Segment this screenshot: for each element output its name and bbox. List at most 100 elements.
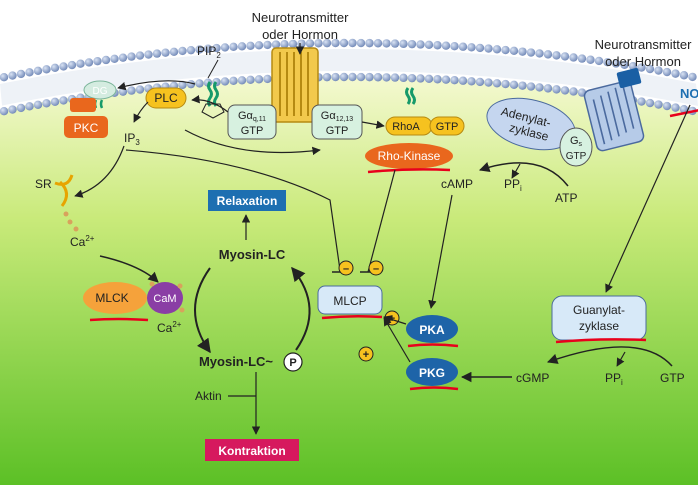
svg-text:Gα12,13: Gα12,13 <box>321 110 354 123</box>
lipid-head <box>280 39 289 49</box>
lipid-head <box>526 82 536 91</box>
svg-text:PLC: PLC <box>154 91 178 105</box>
lipid-head <box>407 73 417 83</box>
lipid-head <box>569 87 578 96</box>
svg-text:–: – <box>343 263 349 275</box>
cgmp-label: cGMP <box>516 371 549 385</box>
lipid-head <box>365 38 374 48</box>
guanylat-zyklase: Guanylat- zyklase <box>551 295 647 344</box>
svg-text:Rho-Kinase: Rho-Kinase <box>378 149 441 163</box>
svg-text:Guanylat-: Guanylat- <box>573 303 625 317</box>
rhoa-node: RhoA GTP <box>385 116 465 136</box>
svg-text:MLCP: MLCP <box>333 294 366 308</box>
lipid-head <box>195 79 204 88</box>
camp-label: cAMP <box>441 177 473 191</box>
lipid-head <box>543 84 553 93</box>
ca-dots <box>63 211 79 232</box>
lipid-head <box>679 105 689 114</box>
lipid-head <box>416 40 425 49</box>
gtp-label: GTP <box>660 371 685 385</box>
lipid-head <box>178 80 187 90</box>
lipid-head <box>552 51 561 60</box>
lipid-head <box>543 50 553 59</box>
lipid-head <box>339 72 349 82</box>
lipid-head <box>433 41 442 50</box>
lipid-head <box>8 71 17 80</box>
lipid-head <box>501 45 510 55</box>
lipid-head <box>594 56 604 66</box>
lipid-head <box>220 77 230 86</box>
lipid-head <box>450 41 459 51</box>
lipid-head <box>467 77 476 86</box>
lipid-head <box>84 58 94 67</box>
lipid-head <box>645 98 655 108</box>
lipid-head <box>288 39 298 49</box>
plc-node: PLC <box>145 87 187 109</box>
svg-text:Kontraktion: Kontraktion <box>218 444 285 458</box>
lipid-head <box>433 75 442 84</box>
svg-text:+: + <box>363 349 369 361</box>
lipid-head <box>42 65 51 74</box>
gq-protein: Gαq,11 GTP <box>227 104 277 140</box>
lipid-head <box>662 67 672 77</box>
lipid-head <box>178 46 187 56</box>
ip3-label: IP3 <box>124 131 140 147</box>
lipid-head <box>348 38 357 48</box>
lipid-head <box>0 73 9 82</box>
lipid-head <box>135 51 145 60</box>
lipid-head <box>535 83 544 92</box>
adenylat-zyklase: Adenylat- zyklase <box>486 97 576 151</box>
lipid-head <box>135 85 145 94</box>
pka-node: PKA <box>406 315 459 348</box>
lipid-head <box>322 38 332 48</box>
lipid-head <box>518 81 527 90</box>
lipid-head <box>50 63 60 73</box>
lipid-head <box>16 103 26 113</box>
ppi-label: PPi <box>504 177 522 193</box>
kontraktion-box: Kontraktion <box>205 439 299 461</box>
lipid-head <box>246 75 255 84</box>
lipid-head <box>441 41 451 50</box>
lipid-head <box>144 50 153 59</box>
lipid-head <box>662 101 672 111</box>
lipid-head <box>263 40 272 50</box>
lipid-head <box>450 75 459 85</box>
lipid-head <box>67 60 77 70</box>
gpcr-receptor-right <box>583 68 645 152</box>
lipid-head <box>16 69 26 79</box>
lipid-head <box>76 59 85 68</box>
lipid-head <box>331 72 340 82</box>
rho-kinase-node: Rho-Kinase <box>365 143 453 174</box>
aktin-label: Aktin <box>195 389 222 403</box>
nt-left-line1: Neurotransmitter <box>252 10 349 25</box>
lipid-head <box>654 100 663 109</box>
lipid-head <box>560 86 570 95</box>
minus-sign-1: – <box>338 260 354 276</box>
lipid-head <box>110 54 119 64</box>
lipid-head <box>339 38 349 48</box>
lipid-head <box>25 68 34 77</box>
lipid-head <box>620 60 629 70</box>
svg-text:Gαq,11: Gαq,11 <box>238 110 266 123</box>
lipid-head <box>569 53 578 62</box>
lipid-head <box>603 58 612 67</box>
lipid-head <box>356 72 366 82</box>
lipid-head <box>169 47 179 57</box>
lipid-head <box>373 73 383 82</box>
lipid-head <box>237 76 247 85</box>
lipid-head <box>229 42 238 52</box>
lipid-head <box>390 73 400 82</box>
g12-protein: Gα12,13 GTP <box>311 104 363 140</box>
plus-sign-2: + <box>358 346 374 362</box>
lipid-head <box>356 38 366 48</box>
mlck-node: MLCK <box>83 282 149 322</box>
svg-text:GTP: GTP <box>241 125 264 137</box>
lipid-head <box>8 105 17 114</box>
gpcr-receptor-left <box>271 47 319 123</box>
lipid-head <box>33 66 43 75</box>
lipid-head <box>509 46 519 56</box>
nt-left-line2: oder Hormon <box>262 27 338 42</box>
svg-text:RhoA: RhoA <box>392 121 420 133</box>
lipid-head <box>399 73 408 83</box>
